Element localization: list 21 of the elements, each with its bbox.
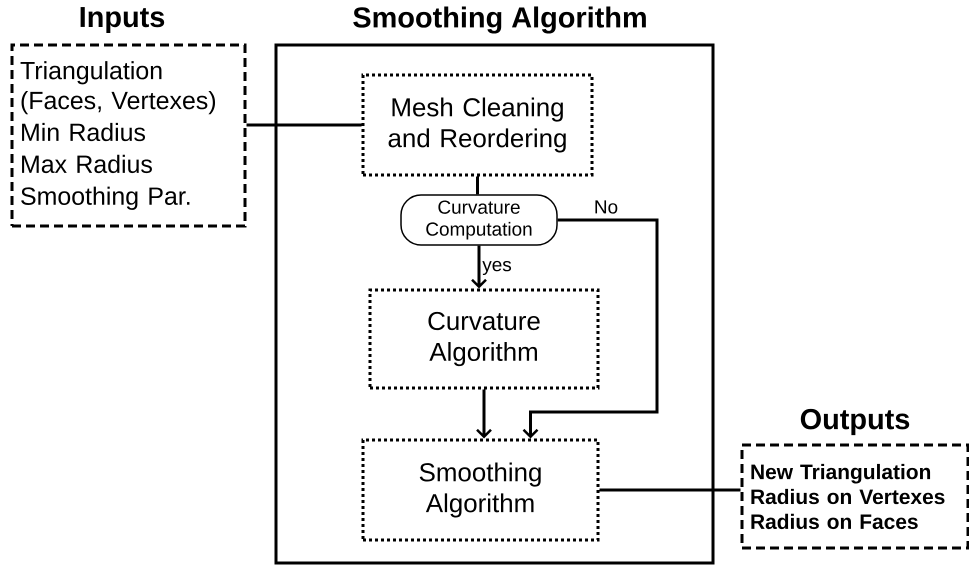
box-heading: Outputs xyxy=(800,408,910,436)
decision-box: Curvature Computation xyxy=(400,194,558,246)
node-label: Triangulation (Faces, Vertexes) xyxy=(20,61,216,114)
arrow xyxy=(471,246,487,288)
output-box: New Triangulation Radius on Vertexes Radius on Faces xyxy=(740,444,969,550)
arrow xyxy=(522,218,658,438)
process-box: Mesh Cleaning and Reordering xyxy=(362,74,594,176)
connector-line xyxy=(476,176,479,194)
input-box: Triangulation (Faces, Vertexes) Min Radius Max Radius Smoothing Par. xyxy=(10,44,246,228)
arrow xyxy=(476,390,492,438)
node-label: Min Radius xyxy=(22,122,146,142)
node-label: Smoothing Par. xyxy=(21,186,190,210)
box-heading: Smoothing Algorithm xyxy=(353,6,646,34)
edge-label: yes xyxy=(481,260,513,276)
box-heading: Inputs xyxy=(80,7,164,33)
process-box: Smoothing Algorithm xyxy=(362,438,600,542)
connector-line xyxy=(600,488,740,492)
connector-line xyxy=(246,124,362,126)
edge-label: No xyxy=(592,199,620,215)
process-box: Curvature Algorithm xyxy=(368,288,600,390)
node-label: Max Radius xyxy=(22,154,152,174)
